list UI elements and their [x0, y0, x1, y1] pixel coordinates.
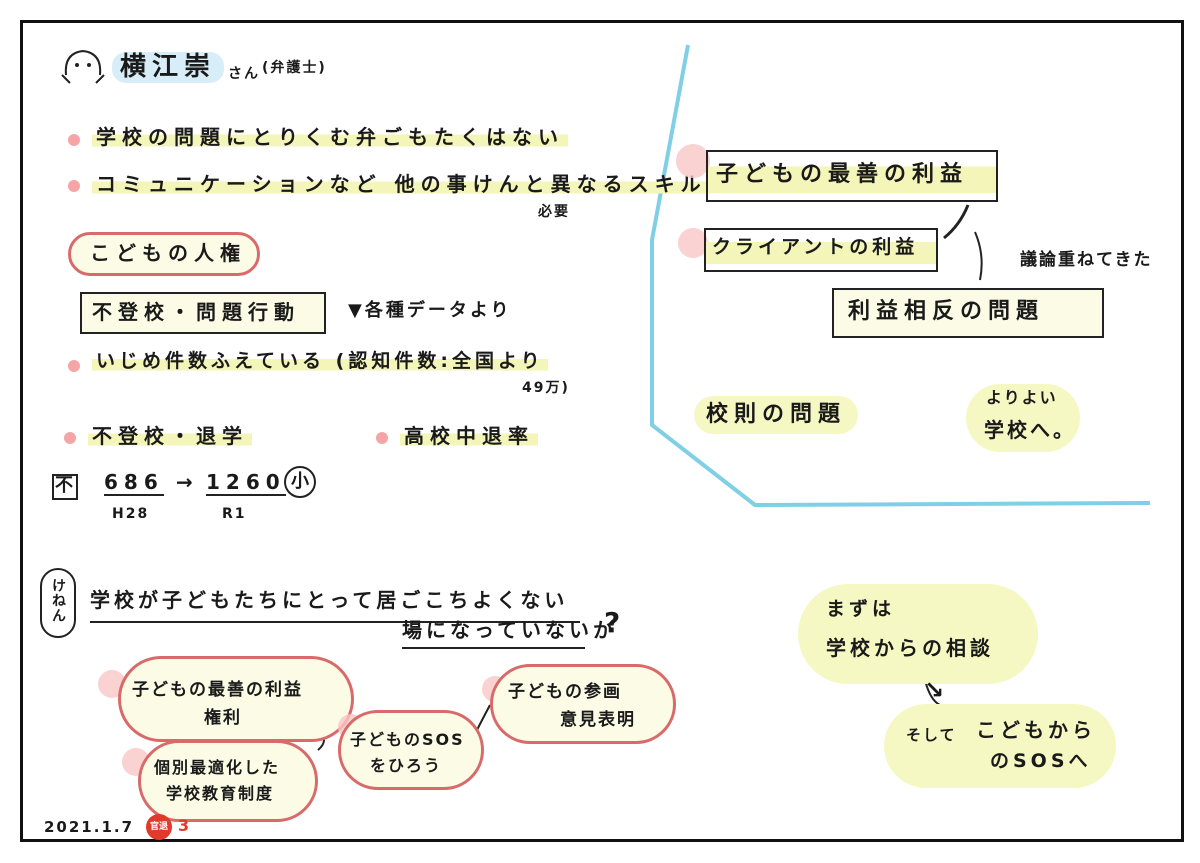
bullet-dot: [68, 180, 80, 192]
sos-line1: 子どものSOS: [350, 730, 465, 749]
pink-blob: [676, 144, 710, 178]
bullet-dot: [68, 134, 80, 146]
footer-page-number: 3: [178, 816, 190, 835]
concern-line2: 場になっていないか: [402, 618, 617, 642]
conflict-box: [832, 288, 1104, 338]
client-box: [704, 228, 938, 272]
speaker-honorific: さん: [228, 66, 260, 82]
consultation-line1: まずは: [826, 598, 896, 620]
child-best-label: 子どもの最善の利益: [716, 162, 969, 187]
concern-question-mark: ?: [604, 606, 627, 639]
bullet-dot: [68, 360, 80, 372]
footer-date: 2021.1.7: [44, 818, 135, 836]
sos-bubble: [884, 704, 1116, 788]
discussion-note: 議論重ねてきた: [1020, 250, 1153, 270]
bullying-note: 49万): [522, 380, 570, 396]
best-interest-line1: 子どもの最善の利益: [132, 680, 303, 700]
client-label: クライアントの利益: [712, 236, 919, 258]
bullet-dot: [64, 432, 76, 444]
bullet-dot: [376, 432, 388, 444]
best-interest-line2: 権利: [204, 708, 242, 728]
data-source-label: ▼各種データより: [348, 300, 512, 321]
participation-cloud: [490, 664, 676, 744]
stats-to-year: R1: [222, 506, 247, 522]
stats-to-value: 1260: [206, 470, 286, 496]
participation-line2: 意見表明: [560, 710, 636, 730]
bullet-skills: コミュニケーションなど 他の事けんと異なるスキル: [92, 172, 711, 196]
conflict-label: 利益相反の問題: [848, 299, 1045, 324]
concern-line1: 学校が子どもたちにとって居ごこちよくない: [90, 588, 569, 612]
concern-tag-label: けねん: [50, 578, 66, 623]
stats-label: 不: [55, 475, 73, 496]
stats-from-year: H28: [112, 506, 150, 522]
better-school-bubble: [966, 384, 1080, 452]
stats-from-value: 686: [104, 470, 164, 496]
rules-label: 校則の問題: [694, 396, 859, 435]
optimized-line1: 個別最適化した: [154, 758, 281, 777]
bullet-lawyers: 学校の問題にとりくむ弁ごもたくはない: [92, 125, 568, 149]
bullet-skills-note: 必要: [538, 204, 570, 220]
stats-arrow: →: [176, 470, 199, 494]
better-school-line1: よりよい: [986, 388, 1058, 407]
consultation-line4: のSOSへ: [990, 750, 1092, 772]
speaker-role: (弁護士): [262, 60, 327, 76]
consultation-arrow: ↘: [924, 676, 951, 704]
stats-level: 小: [284, 466, 316, 498]
sos-line2: をひろう: [370, 756, 443, 775]
optimized-cloud: [138, 740, 318, 822]
dropout-left: 不登校・退学: [88, 424, 252, 448]
participation-line1: 子どもの参画: [508, 682, 622, 702]
bullying-text: いじめ件数ふえている (認知件数:全国より: [92, 350, 548, 373]
human-rights-cloud: [68, 232, 260, 276]
consultation-line2: 学校からの相談: [826, 636, 994, 660]
footer-badge-icon: 官退: [146, 814, 172, 840]
dropout-right: 高校中退率: [400, 424, 538, 448]
human-rights-label: こどもの人権: [90, 241, 246, 265]
consultation-line3-prefix: そして: [906, 726, 957, 744]
better-school-line2: 学校へ。: [984, 418, 1076, 442]
face-doodle-icon: [60, 45, 106, 85]
stats-label-box: [52, 474, 78, 500]
pink-blob: [678, 228, 708, 258]
child-best-box: [706, 150, 998, 202]
truancy-box: [80, 292, 326, 334]
truancy-label: 不登校・問題行動: [92, 300, 300, 324]
footer-badge-label: 官退: [149, 822, 168, 832]
consultation-bubble: [798, 584, 1038, 684]
page-frame: [20, 20, 1184, 842]
optimized-line2: 学校教育制度: [166, 784, 275, 803]
consultation-line3: こどもから: [976, 718, 1096, 742]
sos-cloud: [338, 710, 484, 790]
concern-tag: けねん: [40, 568, 76, 638]
speaker-name: 横江崇: [112, 52, 225, 84]
